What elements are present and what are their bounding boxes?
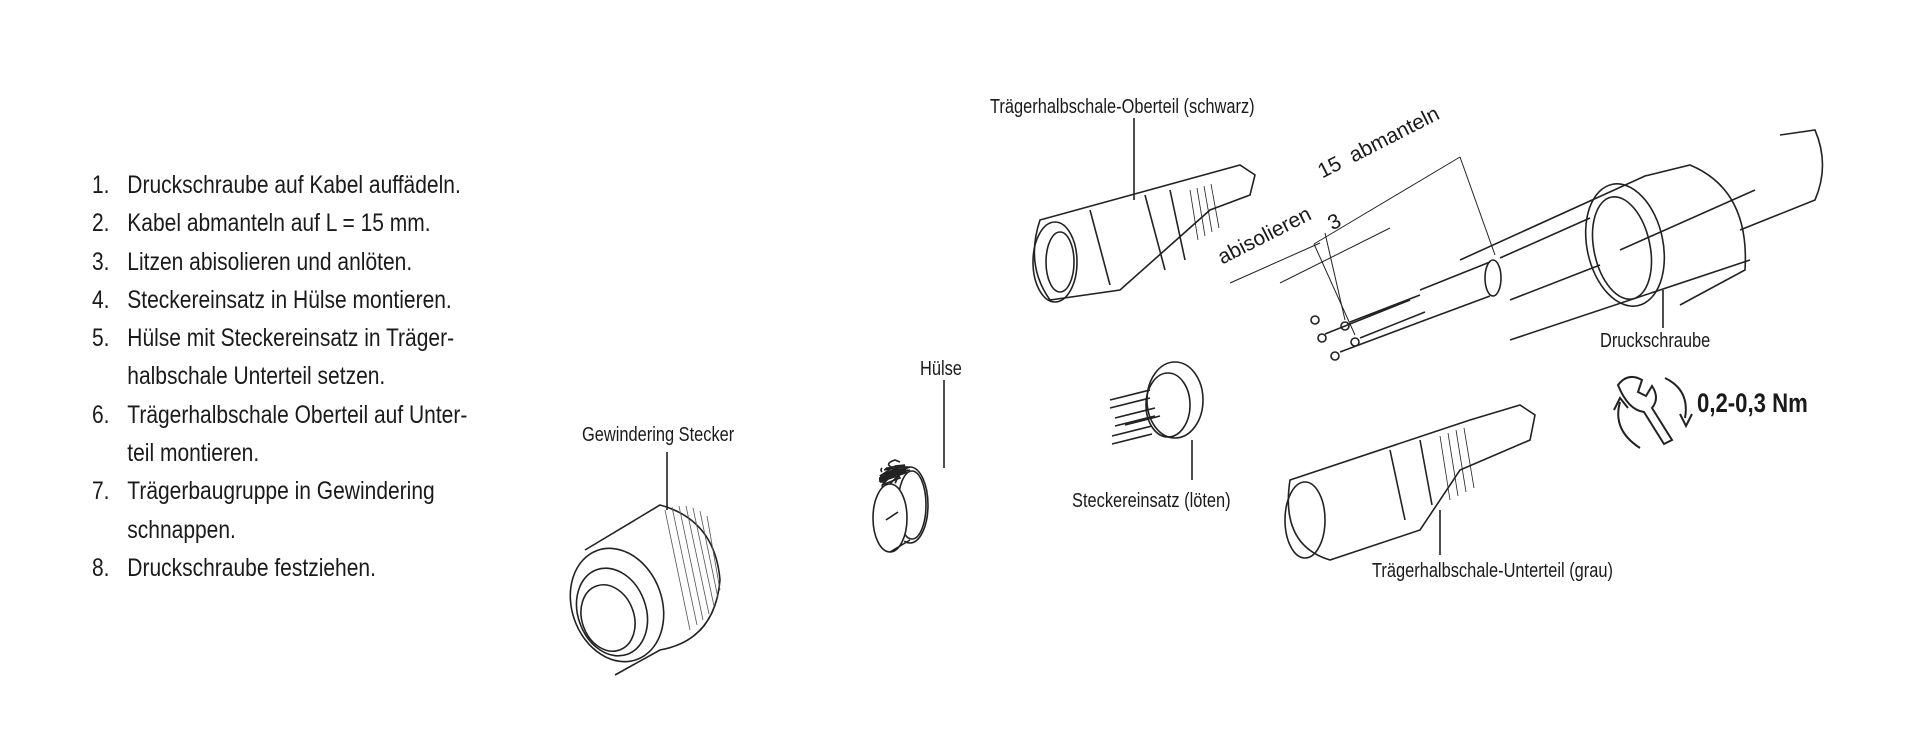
step-number: 6. — [92, 400, 110, 429]
step-number: 2. — [92, 209, 110, 238]
label-coupling-ring: Gewindering Stecker — [582, 424, 735, 446]
label-sleeve: Hülse — [920, 358, 962, 380]
label-upper-shell: Trägerhalbschale-Oberteil (schwarz) — [990, 96, 1255, 118]
step-text: Trägerhalbschale Oberteil auf Unter- — [127, 400, 468, 429]
step-text: schnappen. — [127, 515, 236, 544]
step-text: Litzen abisolieren und anlöten. — [127, 247, 413, 276]
step-text: Hülse mit Steckereinsatz in Träger- — [127, 324, 455, 353]
step-text: teil montieren. — [127, 439, 260, 468]
dimension-lines — [1229, 156, 1496, 336]
cable-part — [1310, 129, 1824, 361]
step-5: 5. Hülse mit Steckereinsatz in Träger-hal… — [92, 319, 467, 396]
step-number: 5. — [92, 324, 110, 353]
step-text: Trägerbaugruppe in Gewindering — [127, 477, 435, 506]
upper-shell-part — [1032, 118, 1256, 303]
step-text: Kabel abmanteln auf L = 15 mm. — [127, 209, 431, 238]
step-text: Druckschraube festziehen. — [127, 553, 376, 582]
step-number: 1. — [92, 171, 110, 199]
label-pressure-screw: Druckschraube — [1600, 330, 1711, 352]
step-7: 7. Trägerbaugruppe in Gewindering schnappe… — [92, 472, 467, 549]
torque-value: 0,2-0,3 Nm — [1697, 388, 1808, 418]
step-text: Druckschraube auf Kabel auffädeln. — [127, 171, 461, 199]
step-2: 2. Kabel abmanteln auf L = 15 mm. — [92, 204, 467, 242]
step-text: Steckereinsatz in Hülse montieren. — [127, 285, 452, 314]
step-1: 1. Druckschraube auf Kabel auffädeln. — [92, 166, 467, 204]
step-number: 3. — [92, 247, 110, 276]
step-8: 8. Druckschraube festziehen. — [92, 549, 467, 587]
label-lower-shell: Trägerhalbschale-Unterteil (grau) — [1372, 560, 1613, 582]
lower-shell-part — [1284, 404, 1536, 561]
step-text: halbschale Unterteil setzen. — [127, 362, 386, 391]
step-number: 8. — [92, 553, 110, 582]
step-number: 4. — [92, 285, 110, 314]
label-contact-insert: Steckereinsatz (löten) — [1072, 490, 1231, 512]
step-number: 7. — [92, 477, 110, 506]
wrench-torque-icon — [1613, 375, 1693, 449]
coupling-ring-part — [569, 452, 721, 676]
sleeve-part — [872, 380, 945, 553]
contact-insert-part — [1109, 361, 1204, 480]
assembly-steps: 1. Druckschraube auf Kabel auffädeln. 2. K… — [92, 166, 539, 587]
step-6: 6. Trägerhalbschale Oberteil auf Unter-te… — [92, 396, 467, 473]
step-4: 4. Steckereinsatz in Hülse montieren. — [92, 281, 467, 319]
step-3: 3. Litzen abisolieren und anlöten. — [92, 243, 467, 281]
